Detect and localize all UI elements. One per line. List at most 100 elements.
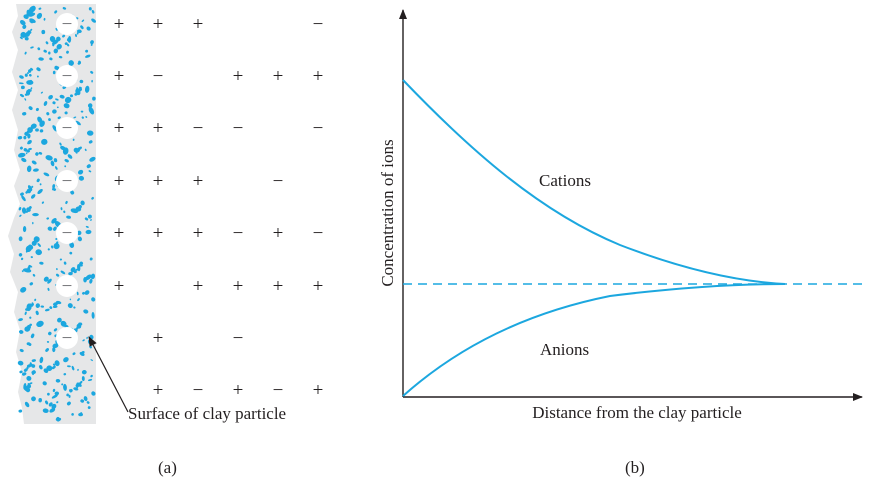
clay-speck — [83, 276, 87, 283]
clay-speck — [40, 91, 44, 94]
clay-speck — [58, 55, 63, 59]
cation-sign: + — [153, 171, 164, 192]
clay-speck — [35, 128, 39, 132]
clay-speck — [44, 308, 50, 312]
clay-speck — [29, 79, 33, 83]
anion-sign: − — [273, 380, 284, 401]
clay-speck — [29, 323, 33, 327]
clay-speck — [52, 305, 58, 309]
surface-charge-circle — [56, 275, 78, 297]
particle-surface-charges: −−−−−−− — [56, 13, 78, 349]
clay-speck — [80, 110, 84, 113]
clay-speck — [47, 278, 52, 284]
clay-speck — [84, 85, 90, 93]
clay-speck — [53, 328, 58, 332]
cations-label: Cations — [539, 171, 591, 190]
anion-sign: − — [233, 223, 244, 244]
clay-speck — [86, 401, 90, 404]
clay-speck — [30, 46, 34, 49]
clay-speck — [41, 201, 45, 204]
clay-speck — [18, 206, 22, 211]
clay-speck — [90, 273, 96, 280]
clay-speck — [60, 270, 66, 275]
cation-sign: + — [233, 276, 244, 297]
clay-speck — [85, 116, 88, 118]
surface-charge-circle — [56, 327, 78, 349]
clay-speck — [26, 387, 31, 393]
clay-speck — [26, 375, 32, 381]
clay-speck — [72, 138, 75, 141]
clay-speck — [43, 276, 49, 282]
clay-speck — [78, 322, 83, 326]
clay-speck — [64, 165, 67, 168]
clay-speck — [35, 152, 39, 156]
clay-speck — [87, 103, 93, 108]
cation-sign: + — [273, 66, 284, 87]
clay-speck — [36, 320, 44, 328]
clay-speck — [21, 157, 27, 163]
clay-speck — [71, 413, 74, 416]
clay-speck — [63, 210, 66, 214]
clay-speck — [36, 75, 39, 78]
clay-speck — [26, 72, 30, 75]
clay-speck — [52, 347, 56, 353]
surface-charge-sign: − — [62, 66, 73, 87]
clay-speck — [73, 270, 77, 274]
clay-speck — [91, 391, 96, 396]
clay-speck — [18, 409, 23, 413]
clay-speck — [22, 226, 27, 233]
clay-speck — [27, 303, 34, 307]
cation-sign: + — [114, 276, 125, 297]
cation-sign: + — [193, 14, 204, 35]
clay-speck — [89, 156, 96, 162]
clay-speck — [24, 73, 28, 77]
clay-speck — [81, 370, 87, 375]
clay-speck — [70, 267, 76, 273]
clay-speck — [80, 25, 84, 30]
clay-speck — [59, 94, 65, 99]
clay-speck — [54, 10, 58, 14]
clay-speck — [57, 317, 62, 323]
clay-speck — [24, 401, 30, 408]
clay-speck — [28, 264, 33, 268]
clay-speck — [23, 382, 27, 390]
clay-speck — [91, 18, 97, 23]
clay-speck — [81, 116, 84, 119]
clay-speck — [77, 169, 84, 175]
anion-sign: − — [313, 118, 324, 139]
clay-speck — [78, 60, 82, 64]
clay-speck — [66, 401, 71, 406]
clay-speck — [52, 343, 59, 349]
clay-speck — [88, 170, 92, 173]
clay-speck — [76, 382, 82, 387]
clay-speck — [88, 140, 93, 144]
cation-sign: + — [193, 171, 204, 192]
clay-speck — [18, 82, 24, 85]
clay-speck — [49, 407, 56, 413]
clay-speck — [20, 85, 25, 90]
clay-speck — [22, 24, 27, 29]
clay-speck — [53, 226, 57, 231]
clay-speck — [55, 378, 61, 383]
clay-speck — [80, 200, 85, 206]
clay-speck — [49, 35, 56, 43]
clay-speck — [28, 69, 32, 73]
clay-speck — [86, 336, 88, 340]
cation-sign: + — [153, 380, 164, 401]
clay-speck — [86, 130, 94, 136]
clay-speck — [39, 183, 42, 186]
clay-speck — [91, 196, 94, 200]
clay-speck — [29, 316, 32, 319]
clay-speck — [84, 290, 90, 295]
cation-sign: + — [114, 14, 125, 35]
clay-speck — [21, 372, 27, 376]
clay-speck — [43, 101, 48, 106]
clay-speck — [27, 133, 31, 139]
clay-speck — [29, 362, 32, 366]
x-axis-label: Distance from the clay particle — [532, 403, 742, 422]
clay-speck — [50, 160, 55, 167]
clay-speck — [32, 273, 36, 277]
clay-speck — [57, 116, 61, 119]
clay-speck — [30, 87, 33, 90]
